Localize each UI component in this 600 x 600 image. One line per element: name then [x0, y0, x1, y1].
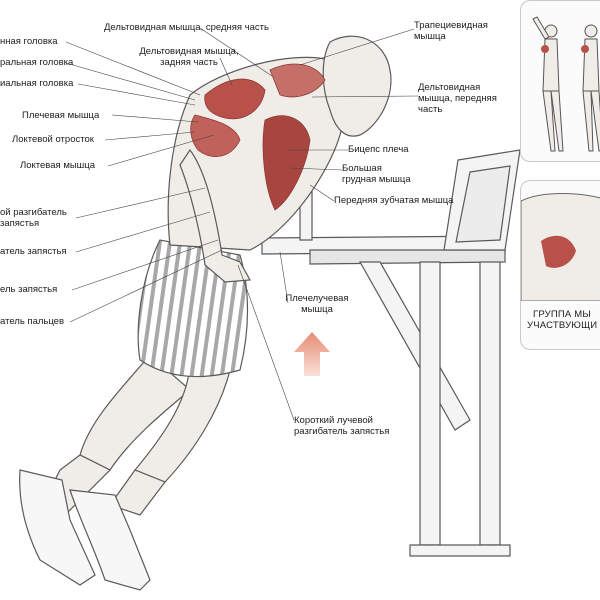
upward-arrow: [294, 332, 330, 376]
legs: [39, 354, 231, 521]
label-triceps-medial-head: иальная головка: [0, 78, 74, 89]
label-triceps-long-head: нная головка: [0, 36, 58, 47]
label-anconeus: Локтевая мышца: [20, 160, 96, 171]
label-trapezius: Трапециевидная мышца: [414, 20, 488, 42]
pectoral-muscle: [262, 115, 311, 211]
label-ext-digitorum: атель пальцев: [0, 316, 65, 327]
arm: [179, 148, 251, 283]
label-ext-carpi-ulnaris: атель запястья: [0, 246, 67, 257]
dip-station: [261, 149, 521, 557]
label-deltoid-rear: Дельтовидная мышца, задняя часть: [139, 46, 239, 68]
label-brachialis: Плечевая мышца: [22, 110, 100, 121]
shoes: [19, 469, 151, 591]
label-serratus-anterior: Передняя зубчатая мышца: [334, 195, 454, 206]
figure-icons: [532, 16, 600, 152]
label-ext-carpi-radialis-longus: ой разгибатель запястья: [0, 207, 67, 229]
label-pectoralis-major: Большая грудная мышца: [342, 163, 411, 185]
reference-panel-figures: [520, 0, 600, 162]
reference-panel-chest: ГРУППА МЫ УЧАСТВУЮЩИ: [520, 180, 600, 350]
trapezius-muscle: [269, 63, 326, 98]
label-ext-carpi-radialis-brevis: Короткий лучевой разгибатель запястья: [294, 415, 390, 437]
label-deltoid-front: Дельтовидная мышца, передняя часть: [418, 82, 497, 115]
label-flexor-carpi: ель запястья: [0, 284, 58, 295]
label-brachioradialis: Плечелучевая мышца: [285, 293, 349, 315]
label-olecranon: Локтевой отросток: [12, 134, 94, 145]
label-triceps-lateral-head: ральная головка: [0, 57, 74, 68]
leader-lines: [65, 27, 419, 421]
label-deltoid-middle: Дельтовидная мышца, средняя часть: [104, 22, 269, 33]
chest-thumbnail: [521, 193, 600, 302]
highlighted-muscles: [190, 63, 326, 211]
label-biceps: Бицепс плеча: [348, 144, 409, 155]
head: [322, 35, 392, 137]
deltoid-muscle: [204, 78, 266, 120]
panel-caption: ГРУППА МЫ УЧАСТВУЮЩИ: [527, 309, 598, 331]
